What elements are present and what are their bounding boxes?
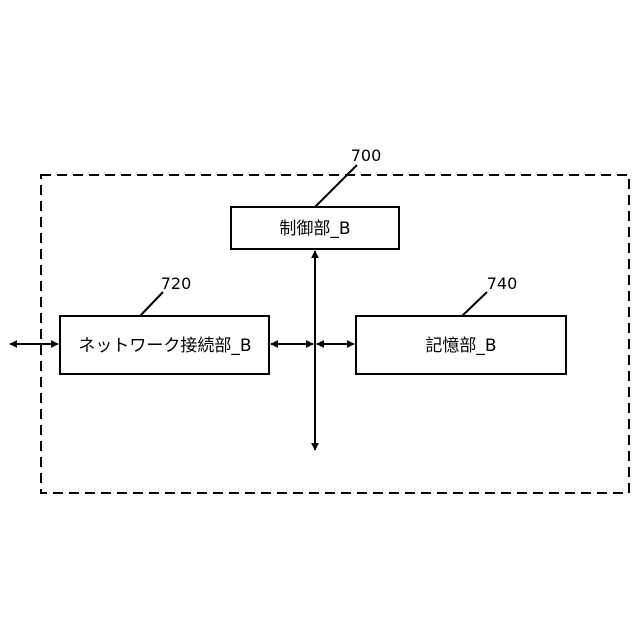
- network-unit-ref: 720: [161, 274, 192, 293]
- control-unit-label: 制御部_B: [279, 219, 350, 239]
- network-unit-label: ネットワーク接続部_B: [78, 336, 251, 356]
- storage-unit-label: 記憶部_B: [425, 336, 496, 356]
- control-unit-block: 制御部_B: [231, 207, 399, 249]
- control-unit-leader-line: [315, 165, 357, 207]
- network-unit-block: ネットワーク接続部_B: [60, 316, 269, 374]
- storage-unit-ref: 740: [487, 274, 518, 293]
- network-unit-leader-line: [140, 292, 163, 316]
- control-unit-ref: 700: [351, 146, 382, 165]
- storage-unit-leader-line: [462, 292, 487, 316]
- storage-unit-block: 記憶部_B: [356, 316, 566, 374]
